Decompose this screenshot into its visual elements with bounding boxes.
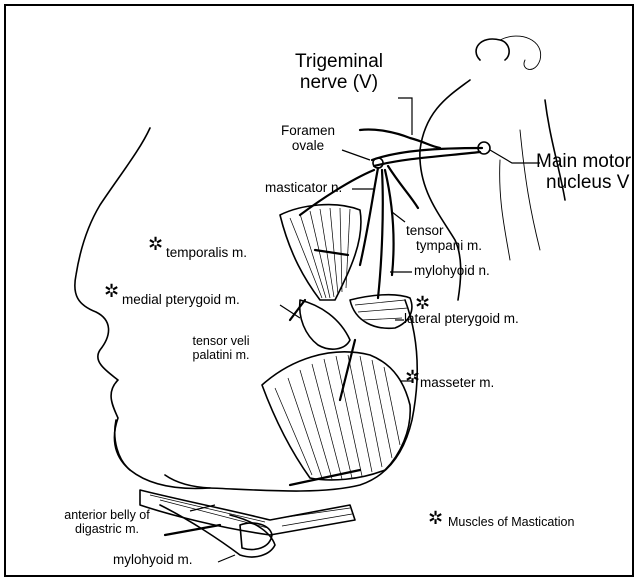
tensor-veli-line2: palatini m.: [176, 349, 266, 363]
leader-lines: [190, 98, 540, 562]
foramen-label-line2: ovale: [268, 139, 348, 154]
trigeminal-label-line2: nerve (V): [274, 73, 404, 94]
chin-outline: [115, 420, 130, 470]
temporalis-star-marker: ✲: [148, 236, 163, 254]
brainstem-detail: [500, 36, 541, 260]
lateral-pterygoid-fibers: [355, 300, 408, 320]
mylohyoid-nerve-label: mylohyoid n.: [414, 264, 490, 279]
masseter-label: masseter m.: [420, 376, 494, 391]
main-motor-label-line2: nucleus V: [536, 173, 631, 194]
legend-text: Muscles of Mastication: [448, 516, 574, 530]
lateral-pterygoid-muscle: [350, 295, 412, 329]
masseter-fibers: [275, 355, 400, 479]
medial-pterygoid-label: medial pterygoid m.: [122, 293, 240, 308]
tensor-veli-palatini-label: tensor veli palatini m.: [176, 335, 266, 363]
tensor-tympani-line1: tensor: [406, 224, 482, 239]
medial-pterygoid-star-marker: ✲: [104, 283, 119, 301]
mylohyoid-muscle-label: mylohyoid m.: [113, 553, 193, 568]
masseter-star-marker: ✲: [405, 369, 420, 387]
trigeminal-label-line1: Trigeminal: [274, 52, 404, 73]
main-motor-nucleus-label: Main motor nucleus V: [536, 152, 631, 194]
main-motor-label-line1: Main motor: [536, 152, 631, 173]
foramen-ovale-label: Foramen ovale: [268, 124, 348, 154]
face-profile-outline: [75, 128, 210, 488]
tensor-veli-line1: tensor veli: [176, 335, 266, 349]
anterior-belly-digastric-label: anterior belly of digastric m.: [22, 509, 192, 537]
medial-pterygoid-muscle: [300, 300, 350, 349]
anterior-belly-line2: digastric m.: [22, 523, 192, 537]
foramen-ovale-marker: [373, 158, 383, 168]
temporalis-label: temporalis m.: [166, 246, 247, 261]
anterior-belly-line1: anterior belly of: [22, 509, 192, 523]
foramen-label-line1: Foramen: [268, 124, 348, 139]
tensor-tympani-label: tensor tympani m.: [406, 224, 482, 254]
trigeminal-nerve-label: Trigeminal nerve (V): [274, 52, 404, 94]
masticator-nerve-label: masticator n.: [265, 181, 342, 196]
hyoid-shape: [240, 523, 272, 549]
lateral-pterygoid-label: lateral pterygoid m.: [404, 312, 519, 327]
legend-star-icon: ✲: [428, 510, 443, 528]
temporalis-muscle: [280, 205, 361, 300]
tensor-tympani-line2: tympani m.: [406, 239, 482, 254]
masseter-muscle: [262, 352, 410, 480]
